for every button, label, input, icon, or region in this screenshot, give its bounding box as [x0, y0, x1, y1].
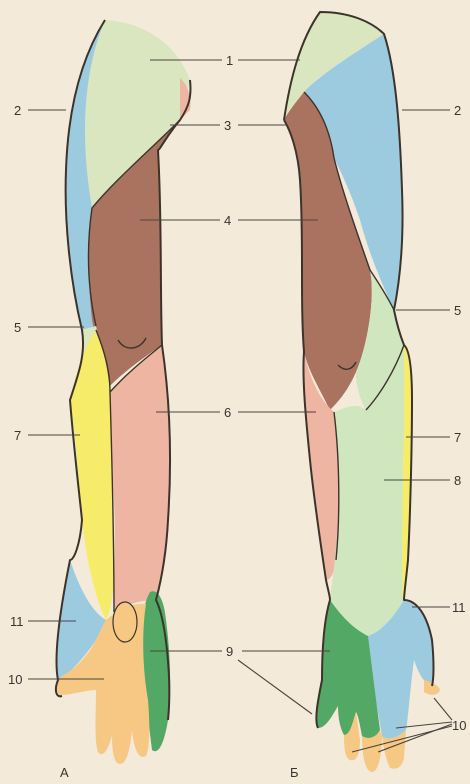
- label-9: 9: [226, 644, 233, 659]
- label-7-left: 7: [14, 428, 21, 443]
- label-7-right: 7: [454, 430, 461, 445]
- label-2-right: 2: [454, 103, 461, 118]
- label-10-right: 10: [452, 718, 466, 733]
- label-8: 8: [454, 473, 461, 488]
- wrist-bone-left: [113, 602, 137, 642]
- label-10-left: 10: [8, 672, 22, 687]
- label-11-right: 11: [452, 600, 466, 615]
- label-2-left: 2: [14, 103, 21, 118]
- label-4: 4: [224, 213, 231, 228]
- label-1: 1: [226, 53, 233, 68]
- label-11-left: 11: [10, 614, 24, 629]
- region-6-left: [110, 345, 170, 612]
- label-6: 6: [224, 405, 231, 420]
- label-5-right: 5: [454, 303, 461, 318]
- arm-view-b: [284, 12, 440, 772]
- label-3: 3: [224, 118, 231, 133]
- label-5-left: 5: [14, 320, 21, 335]
- arm-view-a: [56, 20, 191, 764]
- caption-view-a: А: [60, 765, 69, 780]
- caption-view-b: Б: [290, 765, 299, 780]
